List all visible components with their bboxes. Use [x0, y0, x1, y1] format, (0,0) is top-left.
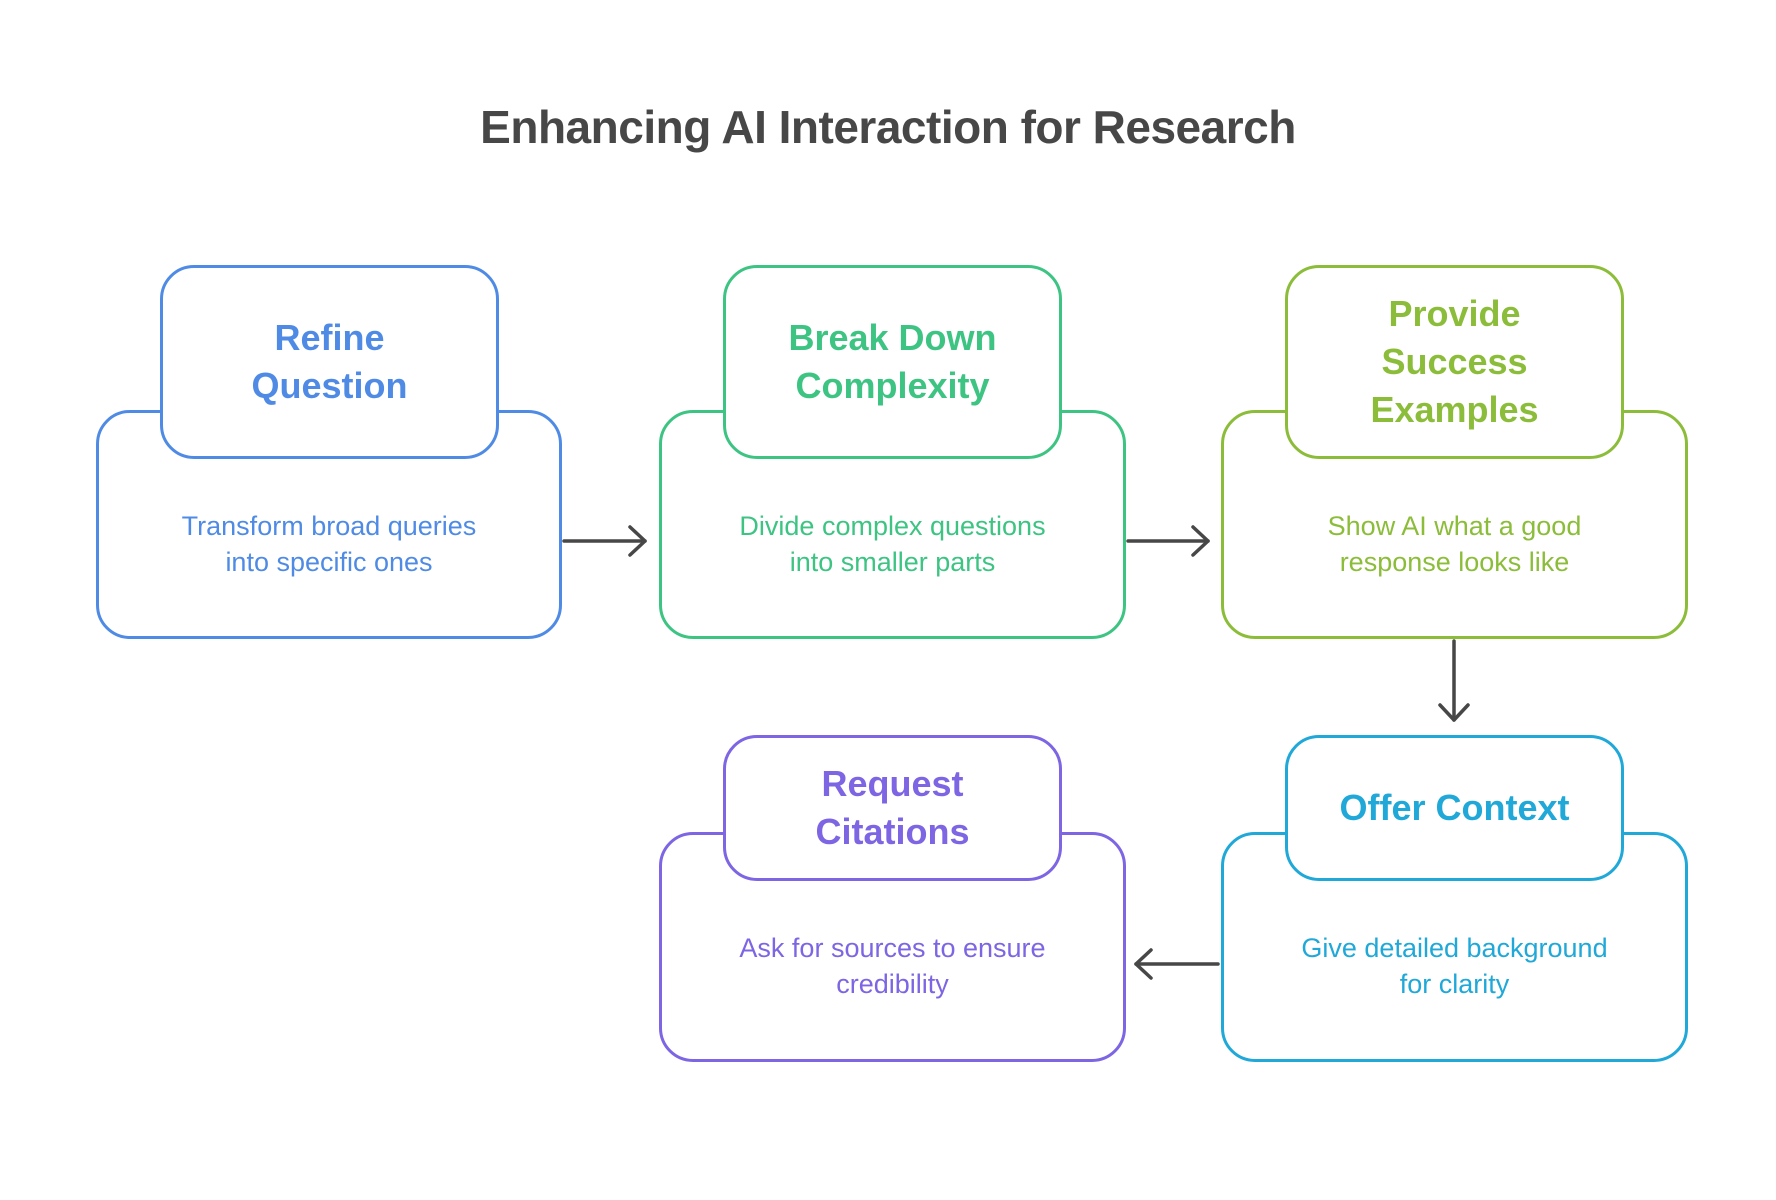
- heading-line: Request: [821, 763, 964, 804]
- description-line: into specific ones: [225, 547, 433, 577]
- heading-line: Examples: [1370, 389, 1539, 430]
- step-heading-offer-context: Offer Context: [1285, 735, 1624, 881]
- description-line: Give detailed background: [1301, 933, 1608, 963]
- description-line: response looks like: [1339, 547, 1570, 577]
- step-description: Transform broad queries into specific on…: [99, 508, 559, 580]
- description-line: Ask for sources to ensure: [739, 933, 1046, 963]
- diagram-title: Enhancing AI Interaction for Research: [480, 101, 1296, 153]
- description-line: for clarity: [1399, 969, 1510, 999]
- heading-line: Citations: [815, 811, 970, 852]
- description-line: Transform broad queries: [181, 511, 477, 541]
- heading-line: Offer Context: [1339, 787, 1570, 828]
- description-line: into smaller parts: [789, 547, 996, 577]
- step-description: Divide complex questions into smaller pa…: [662, 508, 1123, 580]
- step-description: Give detailed background for clarity: [1224, 930, 1685, 1002]
- heading-line: Success: [1381, 341, 1528, 382]
- arrow-right-1-to-2: [562, 525, 647, 557]
- heading-line: Provide: [1388, 293, 1521, 334]
- step-description: Show AI what a good response looks like: [1224, 508, 1685, 580]
- arrow-down-3-to-4: [1438, 639, 1470, 722]
- heading-line: Question: [251, 365, 408, 406]
- description-line: Show AI what a good: [1327, 511, 1582, 541]
- arrow-left-4-to-5: [1134, 948, 1220, 980]
- step-description: Ask for sources to ensure credibility: [662, 930, 1123, 1002]
- arrow-right-2-to-3: [1126, 525, 1210, 557]
- heading-line: Refine: [274, 317, 385, 358]
- description-line: Divide complex questions: [739, 511, 1046, 541]
- heading-line: Break Down: [788, 317, 997, 358]
- heading-line: Complexity: [795, 365, 990, 406]
- description-line: credibility: [836, 969, 949, 999]
